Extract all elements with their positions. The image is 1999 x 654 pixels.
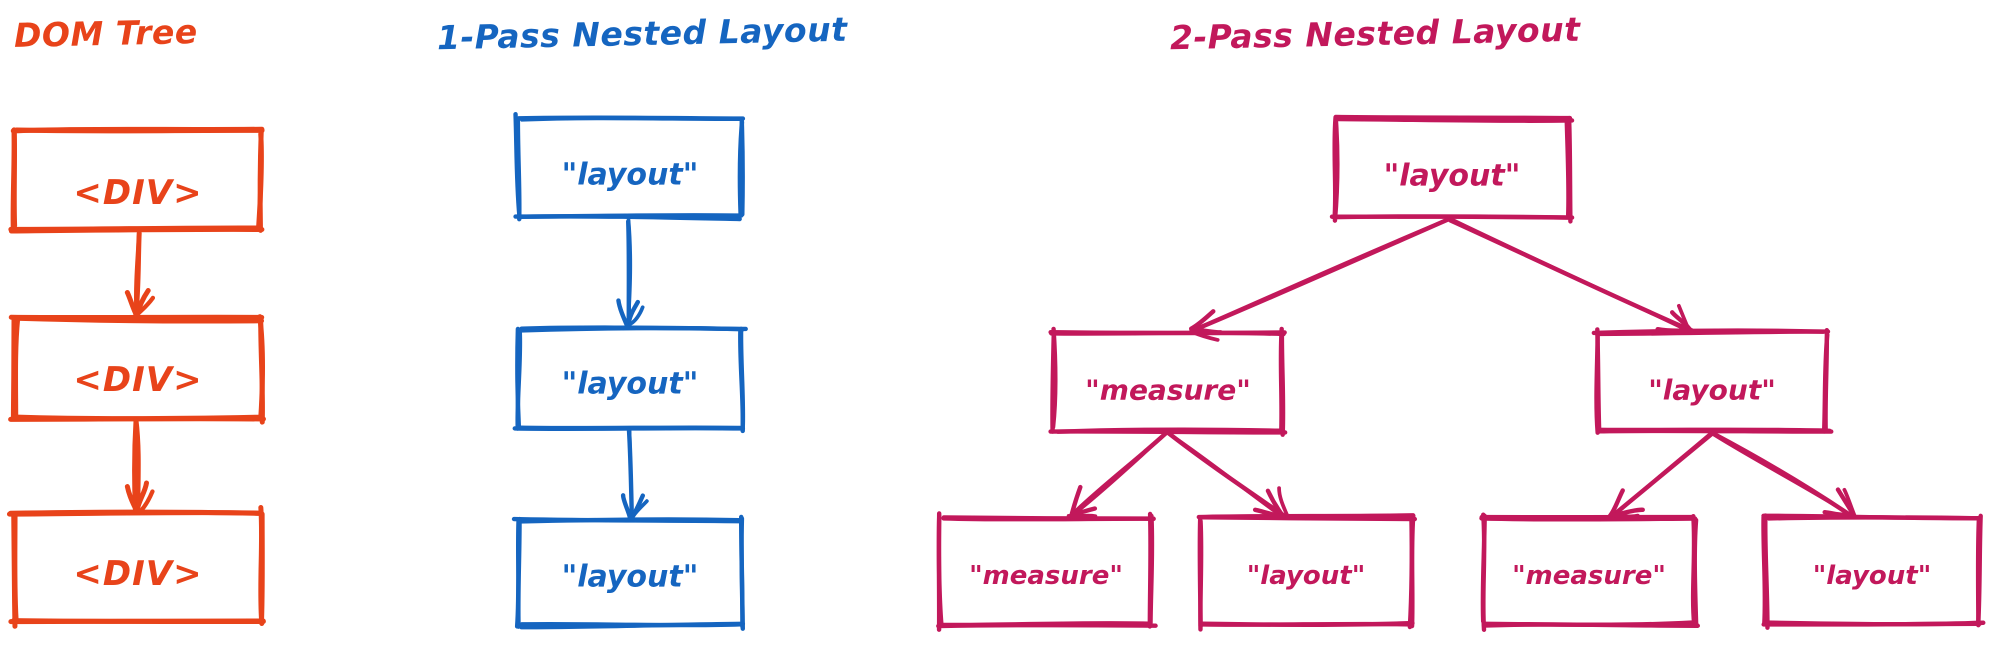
title-dom-tree: DOM Tree: [13, 12, 199, 55]
two-pass-leaf-4-label: "layout": [1812, 561, 1932, 591]
dom-node-2-label: <DIV>: [73, 360, 203, 400]
one-pass-node-2-label: "layout": [561, 366, 699, 402]
two-pass-root-label: "layout": [1383, 158, 1521, 194]
dom-node-1-label: <DIV>: [73, 173, 203, 213]
two-pass-layout-label: "layout": [1648, 373, 1776, 407]
two-pass-leaf-3-label: "measure": [1512, 561, 1666, 591]
one-pass-node-3-label: "layout": [561, 559, 699, 595]
two-pass-leaf-2-label: "layout": [1246, 561, 1366, 591]
two-pass-measure-label: "measure": [1085, 373, 1251, 407]
two-pass-leaf-1-label: "measure": [969, 561, 1123, 591]
dom-node-3-label: <DIV>: [73, 554, 203, 594]
one-pass-node-1-label: "layout": [561, 157, 699, 193]
